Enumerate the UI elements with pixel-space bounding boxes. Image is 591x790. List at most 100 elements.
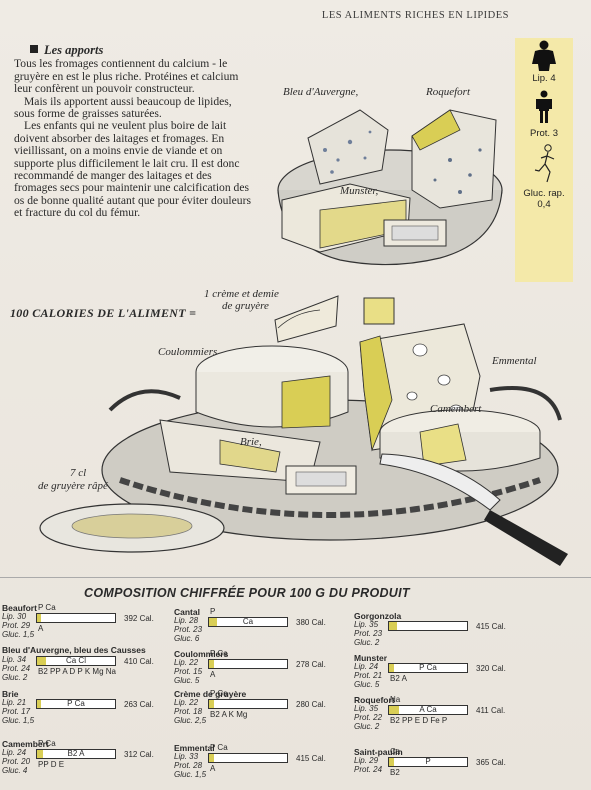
intro-paragraph-3: Les enfants qui ne veulent plus boire de…	[14, 119, 251, 220]
cheese-minerals: P	[210, 607, 216, 616]
cheese-gluc: Gluc. 6	[174, 634, 200, 643]
cheese-bar	[208, 753, 288, 763]
cheese-bar: Ca	[208, 617, 288, 627]
cheese-prot: Prot. 21	[354, 671, 383, 680]
cheese-bar: P	[388, 757, 468, 767]
cheese-bar: P Ca	[388, 663, 468, 673]
cheese-prot: Prot. 24	[354, 765, 383, 774]
cheese-lip: Lip. 22	[174, 698, 199, 707]
cheese-calories: 410 Cal.	[124, 657, 154, 666]
sidebar-lip: Lip. 4	[532, 73, 556, 84]
cheese-vitamins: B2 A K Mg	[210, 710, 248, 719]
cheese-prot: Prot. 18	[174, 707, 203, 716]
cheese-calories: 365 Cal.	[476, 758, 506, 767]
cheese-name: Emmental	[174, 743, 215, 753]
cheese-bar-text: Ca	[242, 617, 254, 626]
cheese-name: Cantal	[174, 607, 200, 617]
cheese-gluc: Gluc. 1,5	[2, 716, 35, 725]
cheese-prot: Prot. 29	[2, 621, 31, 630]
cheese-bar-text: A Ca	[419, 705, 437, 714]
sidebar-gluc-label: Gluc. rap.	[523, 188, 565, 199]
composition-title: COMPOSITION CHIFFRÉE POUR 100 G DU PRODU…	[84, 586, 410, 600]
cheese-calories: 320 Cal.	[476, 664, 506, 673]
cheese-calories: 415 Cal.	[296, 754, 326, 763]
cheese-vitamins: A	[210, 764, 216, 773]
cheese-name: Camembert	[2, 739, 49, 749]
cheese-calories: 415 Cal.	[476, 622, 506, 631]
cheese-prot: Prot. 24	[2, 664, 31, 673]
cheese-prot: Prot. 17	[2, 707, 31, 716]
cheese-gluc: Gluc. 1,5	[2, 630, 35, 639]
cheese-minerals: P Ca	[210, 689, 228, 698]
cheese-gluc: Gluc. 5	[354, 680, 380, 689]
cheese-bar-fill	[389, 706, 400, 714]
cheese-prot: Prot. 20	[2, 757, 31, 766]
cheese-gluc: Gluc. 2,5	[174, 716, 207, 725]
cheese-prot: Prot. 23	[174, 625, 203, 634]
caption-gruyere-qty: 7 cl	[70, 467, 87, 479]
intro-paragraph-1: Tous les fromages contiennent du calcium…	[14, 57, 239, 96]
cheese-gluc: Gluc. 5	[174, 676, 200, 685]
cheese-bar	[208, 659, 288, 669]
cheese-lip: Lip. 22	[174, 658, 199, 667]
cheese-gluc: Gluc. 1,5	[174, 770, 207, 779]
caption-coulommiers: Coulommiers	[158, 346, 218, 358]
caption-camembert: Camembert	[430, 403, 482, 415]
cheese-calories: 312 Cal.	[124, 750, 154, 759]
nutrient-sidebar: Lip. 4 Prot. 3 Gluc. rap. 0,4	[515, 38, 573, 282]
cheese-lip: Lip. 35	[354, 620, 379, 629]
cheese-gluc: Gluc. 4	[2, 766, 28, 775]
cheese-bar-fill	[209, 700, 214, 708]
cheese-prot: Prot. 22	[354, 713, 383, 722]
cheese-bar-text: P Ca	[419, 663, 437, 672]
cheese-lip: Lip. 21	[2, 698, 27, 707]
divider	[0, 577, 591, 578]
cheese-name: Gorgonzola	[354, 611, 402, 621]
cheese-bar	[208, 699, 288, 709]
cheese-name: Bleu d'Auvergne, bleu des Causses	[2, 645, 146, 655]
cheese-minerals: Ca	[390, 747, 401, 756]
cheese-bar-text: Ca Cl	[65, 656, 86, 665]
cheese-minerals: P Ca	[210, 649, 228, 658]
cheese-name: Munster	[354, 653, 388, 663]
cheese-calories: 411 Cal.	[476, 706, 506, 715]
cheese-lip: Lip. 24	[354, 662, 379, 671]
cheese-bar	[388, 621, 468, 631]
cheese-prot: Prot. 23	[354, 629, 383, 638]
cheese-prot: Prot. 15	[174, 667, 203, 676]
cheese-vitamins: A	[210, 670, 216, 679]
cheese-bar-fill	[209, 754, 214, 762]
cheese-name: Coulommiers	[174, 649, 229, 659]
cheese-bar	[36, 613, 116, 623]
cheese-lip: Lip. 29	[354, 756, 379, 765]
person-large-icon	[532, 40, 556, 71]
cheese-minerals: P Ca	[38, 603, 56, 612]
cheese-bar: A Ca	[388, 705, 468, 715]
cheese-illustration	[39, 109, 568, 566]
cheese-bar-fill	[389, 622, 397, 630]
caption-brie: Brie,	[240, 436, 262, 448]
cheese-bar-fill	[37, 614, 41, 622]
cheese-bar-text: P	[425, 757, 431, 766]
caption-munster: Munster,	[340, 185, 379, 197]
cheese-bar-fill	[389, 664, 394, 672]
cheese-calories: 392 Cal.	[124, 614, 154, 623]
caption-creme-line1: 1 crème et demie	[204, 288, 279, 300]
cheese-bar-fill	[209, 618, 217, 626]
cheese-calories: 278 Cal.	[296, 660, 326, 669]
cheese-vitamins: B2	[390, 768, 400, 777]
cheese-name: Saint-paulin	[354, 747, 403, 757]
cheese-name: Beaufort	[2, 603, 37, 613]
calories-label: 100 CALORIES DE L'ALIMENT =	[10, 306, 197, 320]
cheese-lip: Lip. 24	[2, 748, 27, 757]
cheese-bar-fill	[209, 660, 214, 668]
intro-text: Les apports Tous les fromages contiennen…	[14, 44, 254, 220]
